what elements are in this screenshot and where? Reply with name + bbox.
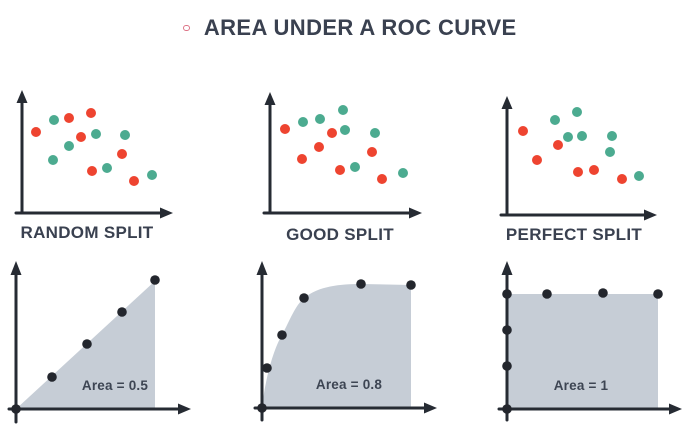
roc-point (406, 280, 416, 290)
teal-point (298, 117, 308, 127)
page-title: AREA UNDER A ROC CURVE (203, 15, 517, 40)
red-point (31, 127, 41, 137)
roc-point (653, 289, 663, 299)
red-point (314, 142, 324, 152)
ring-bullet-icon (183, 24, 190, 32)
good-split-label: GOOD SPLIT (286, 225, 394, 244)
roc-point (542, 289, 552, 299)
red-point (327, 128, 337, 138)
area-value-label: Area = 0.8 (316, 377, 382, 392)
title-row: AREA UNDER A ROC CURVE (0, 15, 700, 41)
red-point (377, 174, 387, 184)
roc-point (502, 325, 512, 335)
roc-plot-perfect-split: Area = 1 (497, 261, 682, 422)
roc-point (262, 363, 272, 373)
roc-area-fill (262, 284, 411, 408)
y-axis-arrow-icon (10, 261, 22, 275)
teal-point (607, 131, 617, 141)
scatter-plot-perfect-split (499, 96, 657, 221)
roc-point (502, 289, 512, 299)
teal-point (338, 105, 348, 115)
red-point (335, 165, 345, 175)
red-point (86, 108, 96, 118)
area-value-label: Area = 1 (554, 378, 609, 393)
roc-point (11, 404, 21, 414)
teal-point (102, 163, 112, 173)
scatter-plot-good-split (262, 92, 422, 219)
x-axis-arrow-icon (669, 403, 682, 415)
teal-point (572, 107, 582, 117)
roc-point (257, 403, 267, 413)
teal-point (550, 115, 560, 125)
roc-plot-good-split: Area = 0.8 (253, 261, 437, 422)
roc-plot-random-split: Area = 0.5 (7, 261, 191, 424)
points-layer (31, 108, 157, 186)
x-axis-arrow-icon (424, 402, 437, 414)
red-point (87, 166, 97, 176)
points-layer (502, 288, 663, 414)
points-layer (257, 279, 416, 413)
red-point (589, 165, 599, 175)
red-point (76, 132, 86, 142)
roc-point (82, 339, 92, 349)
roc-point (117, 307, 127, 317)
roc-point (502, 361, 512, 371)
roc-point (47, 372, 57, 382)
teal-point (120, 130, 130, 140)
teal-point (350, 162, 360, 172)
teal-point (64, 141, 74, 151)
teal-point (48, 155, 58, 165)
red-point (117, 149, 127, 159)
y-axis-arrow-icon (501, 261, 513, 275)
teal-point (147, 170, 157, 180)
teal-point (370, 128, 380, 138)
teal-point (91, 129, 101, 139)
y-axis-arrow-icon (501, 96, 513, 109)
x-axis-arrow-icon (644, 209, 657, 221)
teal-point (49, 115, 59, 125)
red-point (64, 113, 74, 123)
teal-point (634, 171, 644, 181)
roc-point (356, 279, 366, 289)
red-point (532, 155, 542, 165)
x-axis-arrow-icon (409, 207, 422, 219)
teal-point (398, 168, 408, 178)
y-axis-arrow-icon (256, 261, 268, 275)
x-axis-arrow-icon (160, 207, 173, 219)
perfect-split-label: PERFECT SPLIT (505, 225, 643, 244)
red-point (129, 176, 139, 186)
teal-point (605, 147, 615, 157)
roc-point (277, 330, 287, 340)
roc-area-fill (507, 294, 658, 409)
red-point (617, 174, 627, 184)
red-point (573, 167, 583, 177)
roc-point (299, 293, 309, 303)
x-axis-arrow-icon (178, 403, 191, 415)
y-axis-arrow-icon (16, 90, 28, 103)
scatter-plot-random-split (14, 90, 173, 219)
red-point (518, 126, 528, 136)
roc-point (502, 404, 512, 414)
points-layer (280, 105, 408, 184)
teal-point (315, 114, 325, 124)
teal-point (563, 132, 573, 142)
area-value-label: Area = 0.5 (82, 378, 148, 393)
red-point (367, 147, 377, 157)
random-split-label: RANDOM SPLIT (20, 223, 154, 242)
red-point (280, 124, 290, 134)
red-point (553, 140, 563, 150)
points-layer (518, 107, 644, 184)
teal-point (340, 125, 350, 135)
y-axis-arrow-icon (264, 92, 276, 105)
points-layer (11, 275, 160, 414)
red-point (297, 154, 307, 164)
teal-point (577, 131, 587, 141)
roc-point (150, 275, 160, 285)
roc-point (598, 288, 608, 298)
